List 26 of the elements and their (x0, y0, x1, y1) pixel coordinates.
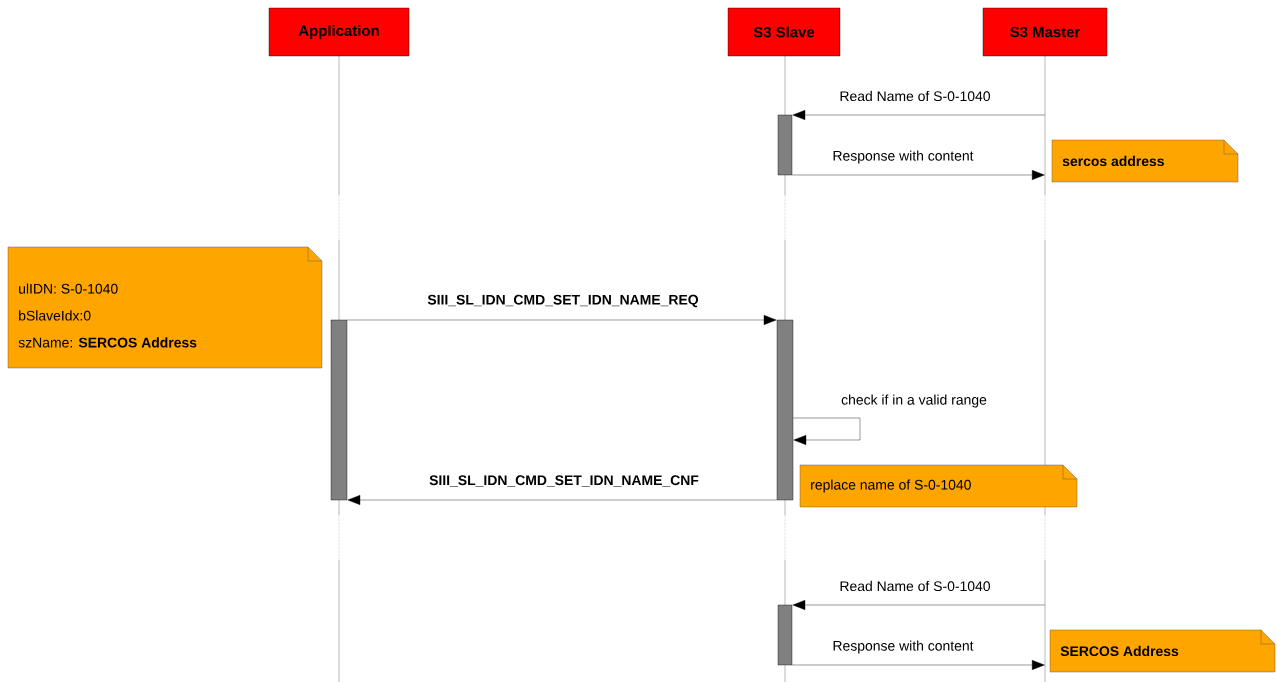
message-arrow (792, 110, 1046, 120)
activation-bar (776, 319, 794, 501)
edge-label: check if in a valid range (841, 394, 987, 408)
edge-label: SIII_SL_IDN_CMD_SET_IDN_NAME_REQ (427, 294, 699, 308)
message-arrow (792, 600, 1046, 610)
edge-label: Response with content (833, 150, 974, 164)
note: sercos address (1051, 139, 1239, 183)
lifeline (1044, 55, 1046, 682)
message-arrow (347, 315, 777, 325)
note: SERCOS Address (1049, 629, 1276, 673)
edge-label: Read Name of S-0-1040 (840, 580, 991, 592)
message-arrow (792, 660, 1045, 670)
activation-bar (777, 604, 793, 666)
note: replace name of S-0-1040 (799, 464, 1078, 508)
lifeline-head: S3 Master (982, 7, 1108, 57)
message-arrow (792, 170, 1045, 180)
lifeline-head: S3 Slave (727, 7, 841, 57)
message-arrow (793, 417, 861, 445)
edge-label: Read Name of S-0-1040 (840, 90, 991, 102)
activation-bar (330, 319, 348, 501)
activation-bar (777, 114, 793, 176)
note: ulIDN: S-0-1040 bSlaveIdx:0 szName: SERCOS Address (7, 246, 323, 369)
message-arrow (347, 495, 777, 505)
edge-label: Response with content (833, 640, 974, 654)
edge-label: SIII_SL_IDN_CMD_SET_IDN_NAME_CNF (429, 475, 699, 487)
lifeline-head: Application (268, 7, 410, 57)
